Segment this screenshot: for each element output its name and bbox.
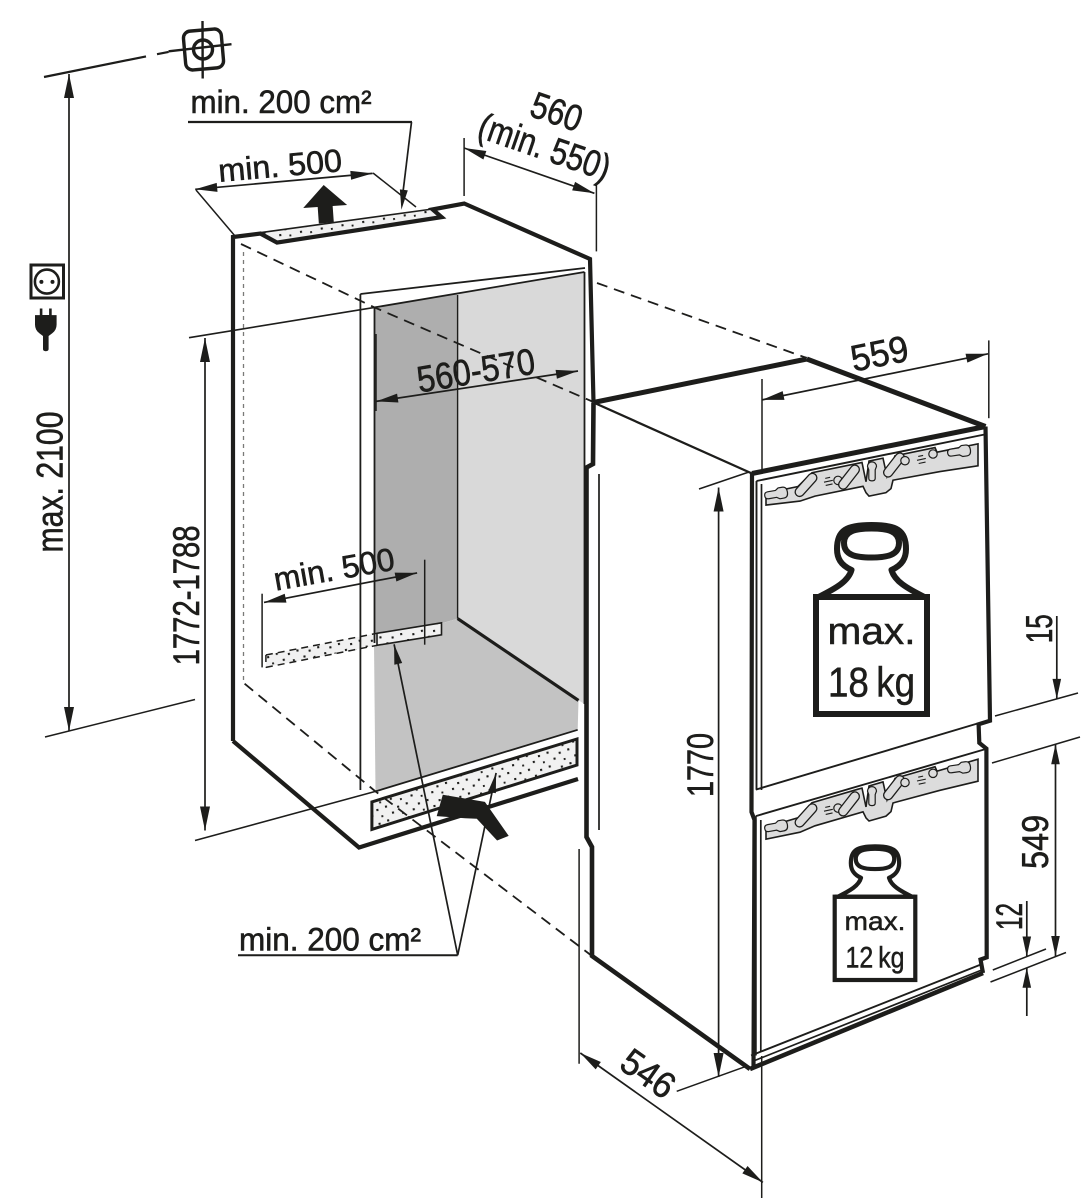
svg-text:18 kg: 18 kg [828, 659, 915, 706]
svg-text:max.: max. [828, 611, 916, 653]
svg-text:min. 200 cm²: min. 200 cm² [191, 84, 372, 120]
svg-text:1770: 1770 [680, 733, 721, 797]
svg-text:max. 2100: max. 2100 [30, 412, 71, 553]
svg-text:max.: max. [845, 906, 906, 936]
svg-text:12 kg: 12 kg [846, 942, 905, 975]
svg-text:549: 549 [1015, 815, 1056, 869]
svg-text:15: 15 [1019, 614, 1060, 643]
svg-text:min. 200 cm²: min. 200 cm² [239, 922, 421, 958]
svg-text:1772-1788: 1772-1788 [166, 525, 207, 665]
svg-text:12: 12 [989, 903, 1030, 930]
